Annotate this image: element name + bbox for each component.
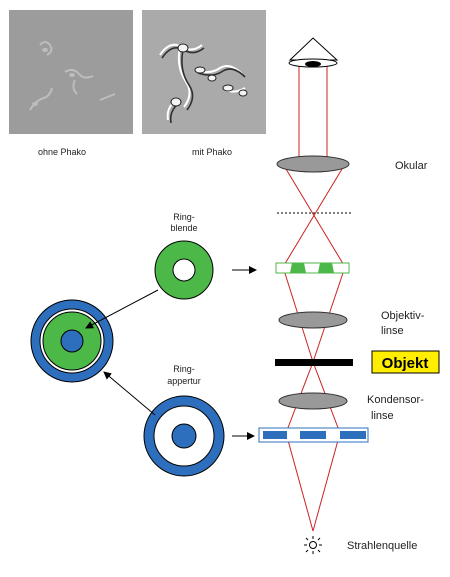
photo-with-phase: [142, 10, 266, 134]
label-objective-line1: Objektiv-: [381, 310, 425, 322]
ocular-lens: [276, 155, 350, 173]
ring-aperture-icon: [143, 395, 225, 477]
label-object: Objekt: [382, 355, 429, 372]
light-rays: [282, 64, 346, 532]
phase-ring-plate: [275, 262, 350, 274]
arrow-ring-stop-to-overlay: [85, 289, 159, 329]
object-highlight-box: [371, 350, 440, 374]
ring-aperture-label-line1: Ring-: [173, 364, 195, 374]
ring-stop-label-line1: Ring-: [173, 212, 195, 222]
ring-overlay-icon: [30, 299, 114, 383]
label-condenser-line2: linse: [371, 410, 394, 422]
specimen-slide: [275, 359, 353, 366]
photo-caption-with-phase: mit Phako: [192, 147, 232, 157]
label-condenser-line1: Kondensor-: [367, 394, 424, 406]
condenser-lens: [278, 392, 348, 410]
annular-aperture-plate: [258, 427, 369, 443]
photo-caption-without-phase: ohne Phako: [38, 147, 86, 157]
arrow-ring-aperture-to-overlay: [103, 371, 156, 416]
objective-lens: [278, 311, 348, 329]
label-light-source: Strahlenquelle: [347, 540, 417, 552]
photo-without-phase: [9, 10, 133, 134]
label-objective-line2: linse: [381, 325, 404, 337]
label-ocular: Okular: [395, 160, 428, 172]
ring-stop-icon: [154, 240, 214, 300]
light-source-icon: [304, 536, 322, 554]
ring-stop-label-line2: blende: [170, 223, 197, 233]
eye-icon: [288, 37, 339, 68]
ring-aperture-label-line2: appertur: [167, 376, 201, 386]
